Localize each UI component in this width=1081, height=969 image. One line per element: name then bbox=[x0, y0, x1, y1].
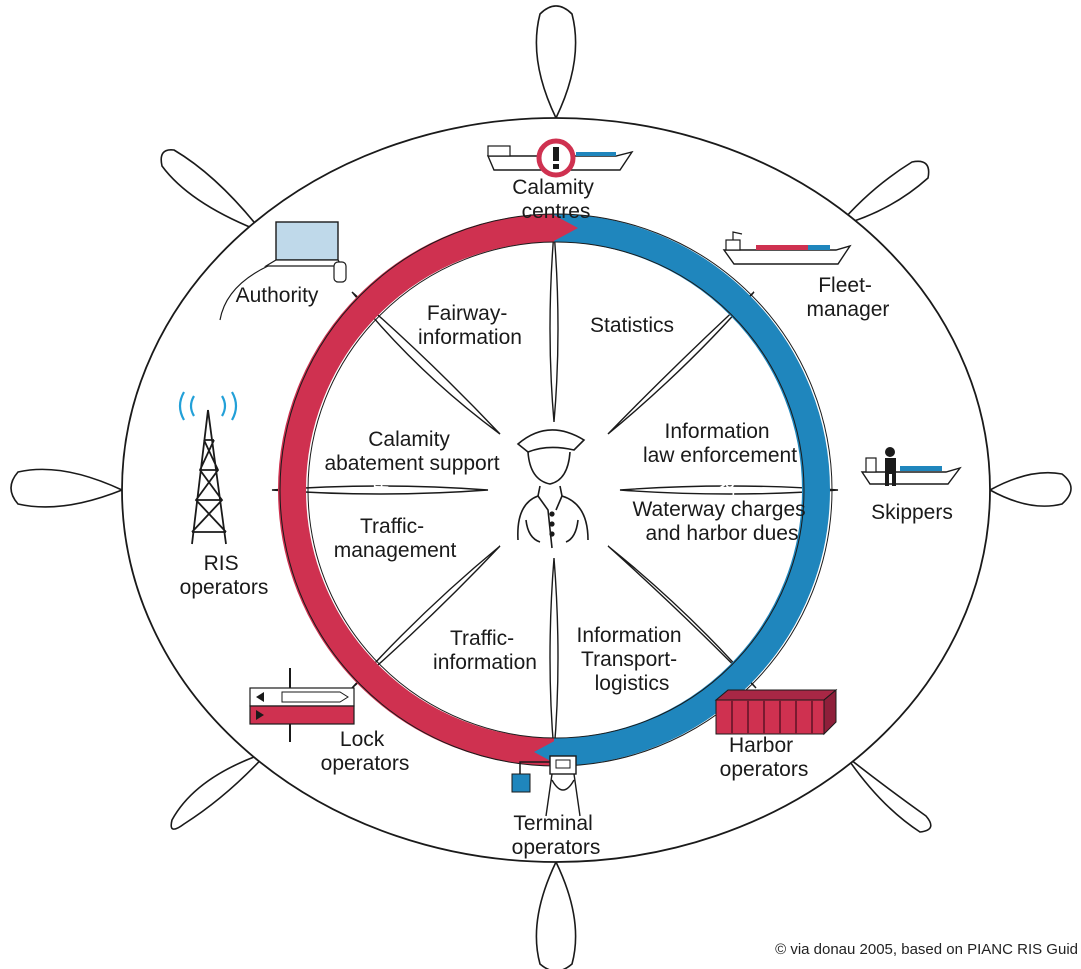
lock-chamber-icon bbox=[249, 668, 355, 742]
section-calamity-abatement: Calamity abatement support bbox=[324, 428, 499, 475]
section-transport-logistics: Information Transport- logistics bbox=[577, 624, 688, 695]
container-icon bbox=[714, 688, 838, 736]
laptop-icon bbox=[219, 221, 347, 321]
inner-section-labels: Fairway- information Statistics Calamity… bbox=[324, 302, 812, 695]
section-waterway-charges: Waterway charges and harbor dues bbox=[633, 498, 812, 545]
handle-bottom bbox=[535, 860, 577, 969]
handle-top bbox=[535, 5, 577, 120]
actor-ris-operators: RIS operators bbox=[180, 552, 269, 599]
crane-icon bbox=[511, 755, 581, 817]
handle-top-right bbox=[835, 160, 930, 228]
category-ring bbox=[278, 213, 833, 767]
section-law-enforcement: Information law enforcement bbox=[643, 420, 797, 467]
actor-fleet-manager: Fleet- manager bbox=[807, 274, 890, 321]
inner-spokes bbox=[271, 231, 839, 753]
radio-tower-icon bbox=[178, 391, 238, 545]
actor-calamity-centres: Calamity centres bbox=[512, 176, 600, 223]
handle-right bbox=[988, 471, 1072, 507]
traffic-ring-segment bbox=[278, 214, 555, 766]
actor-skippers: Skippers bbox=[871, 501, 953, 524]
handle-bottom-right bbox=[845, 755, 932, 833]
actor-labels: Calamity centres Fleet- manager Skippers… bbox=[180, 176, 953, 859]
actor-lock-operators: Lock operators bbox=[321, 728, 410, 775]
handle-left bbox=[10, 468, 125, 508]
outer-rim bbox=[121, 117, 991, 863]
wheel-handles bbox=[10, 5, 1072, 969]
officer-figure-icon bbox=[516, 429, 589, 549]
ring-arrow-top bbox=[552, 214, 578, 242]
actor-harbor-operators: Harbor operators bbox=[720, 734, 809, 781]
skipper-boat-icon bbox=[860, 447, 962, 486]
handle-bottom-left bbox=[170, 750, 271, 830]
actor-authority: Authority bbox=[236, 284, 319, 307]
section-fairway-information: Fairway- information bbox=[418, 302, 522, 349]
copyright-credit: © via donau 2005, based on PIANC RIS Gui… bbox=[775, 941, 1078, 958]
section-statistics: Statistics bbox=[590, 314, 674, 337]
ship-alert-icon bbox=[486, 138, 634, 178]
transport-ring-segment bbox=[553, 214, 830, 766]
actor-terminal-operators: Terminal operators bbox=[512, 812, 601, 859]
section-traffic-management: Traffic- management bbox=[334, 515, 457, 562]
cargo-ship-icon bbox=[722, 231, 852, 265]
section-traffic-information: Traffic- information bbox=[433, 627, 537, 674]
handle-top-left bbox=[160, 149, 265, 234]
